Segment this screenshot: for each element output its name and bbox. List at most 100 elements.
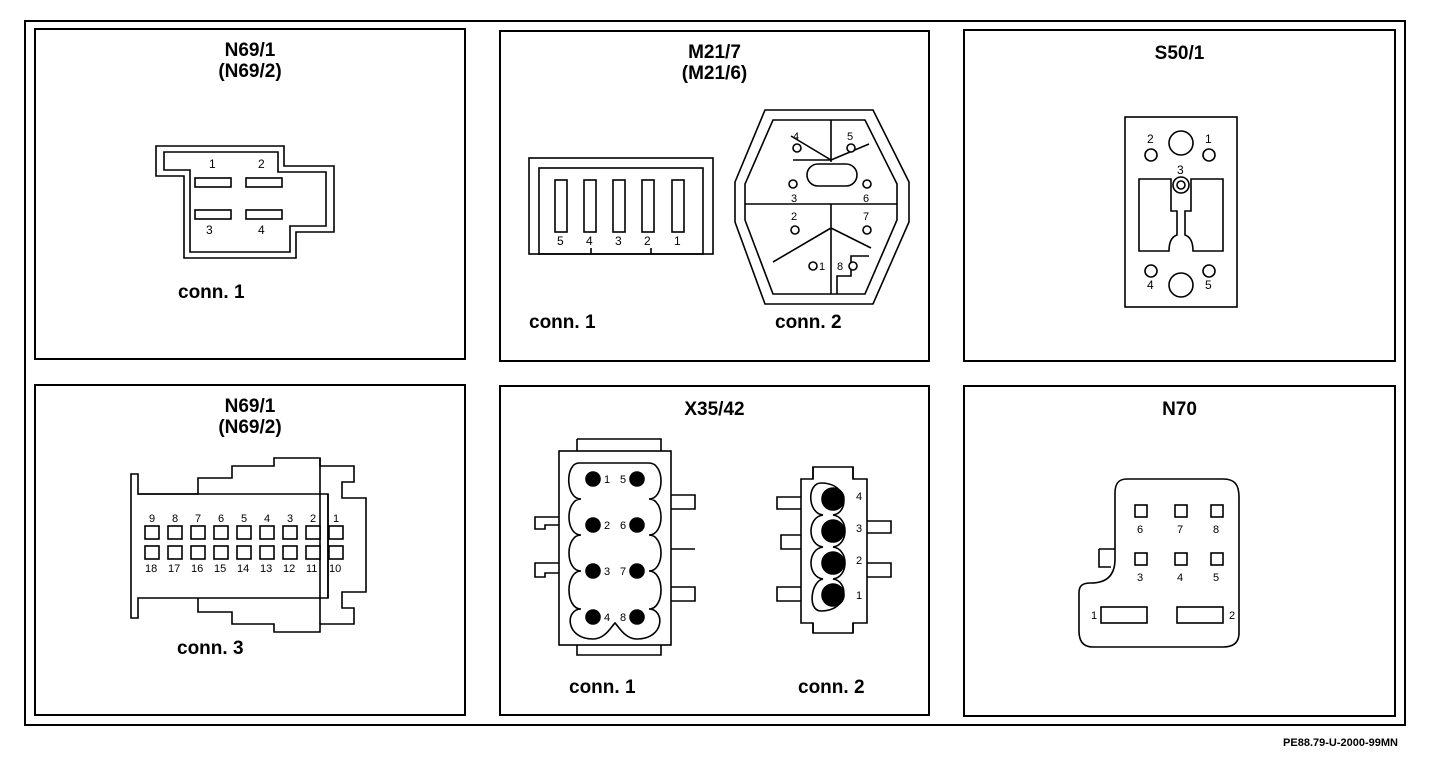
panel-title: N70 [1162, 399, 1197, 420]
pin-label: 17 [168, 563, 180, 575]
pin-label: 5 [1213, 572, 1219, 584]
pin-label: 6 [863, 193, 869, 205]
pin-label: 18 [145, 563, 157, 575]
connector-n70-drawing: 6 7 8 3 4 5 1 2 [1078, 478, 1240, 648]
connector-label: conn. 2 [775, 312, 842, 333]
pin-socket [282, 525, 298, 540]
panel-m21-connectors: M21/7 (M21/6) 5 4 3 2 1 4 5 [499, 30, 930, 362]
pin-label: 4 [258, 223, 265, 237]
pin-socket [236, 545, 252, 560]
pin-label: 5 [557, 234, 564, 248]
pin-socket [190, 545, 206, 560]
pin-label: 1 [819, 261, 825, 273]
pin-label: 3 [615, 234, 622, 248]
pin-label: 6 [620, 520, 626, 532]
pin-label: 7 [620, 566, 626, 578]
panel-subtitle: (N69/2) [218, 417, 282, 438]
pin-label: 3 [856, 523, 862, 535]
pin-label: 2 [604, 520, 610, 532]
pin-label: 4 [586, 234, 593, 248]
panel-subtitle: (N69/2) [218, 61, 282, 82]
pin-socket [167, 525, 183, 540]
pin-socket [328, 545, 344, 560]
pin-socket [144, 545, 160, 560]
pin-label: 8 [172, 513, 178, 525]
pin-label: 3 [1177, 163, 1184, 177]
panel-n69-conn3: N69/1 (N69/2) 9 8 7 6 5 4 3 2 1 18 17 16… [34, 384, 466, 716]
pin-label: 8 [837, 261, 843, 273]
pin-label: 2 [1229, 610, 1235, 622]
pin-label: 7 [1177, 524, 1183, 536]
pin-label: 4 [1147, 278, 1154, 292]
pin-label: 1 [1205, 132, 1212, 146]
panel-title: M21/7 [688, 42, 741, 63]
pin-label: 2 [644, 234, 651, 248]
panel-title: N69/1 [224, 40, 276, 61]
pin-label: 1 [604, 474, 610, 486]
panel-s50-switch: S50/1 2 1 3 4 5 [963, 29, 1396, 362]
pin-socket [259, 545, 275, 560]
connector-m21-drawing: 5 4 3 2 1 4 5 3 6 2 7 1 8 [528, 109, 910, 305]
pin-socket [328, 525, 344, 540]
pin-label: 8 [1213, 524, 1219, 536]
pin-label: 1 [209, 157, 216, 171]
pin-label: 2 [258, 157, 265, 171]
pin-socket [305, 525, 321, 540]
connector-x35-drawing: 1 5 2 6 3 7 4 8 4 3 2 1 [534, 438, 892, 656]
pin-socket [190, 525, 206, 540]
pin-label: 2 [310, 513, 316, 525]
panel-x35-connectors: X35/42 1 5 2 6 3 7 4 8 4 [499, 385, 930, 716]
pin-label: 2 [856, 555, 862, 567]
pin-label: 13 [260, 563, 272, 575]
connector-label: conn. 1 [178, 282, 245, 303]
pin-label: 4 [264, 513, 270, 525]
panel-n69-conn1: N69/1 (N69/2) 1 2 3 4 conn. 1 [34, 28, 466, 360]
pin-label: 1 [333, 513, 339, 525]
pin-socket [282, 545, 298, 560]
pin-label: 3 [604, 566, 610, 578]
pin-label: 4 [793, 131, 799, 143]
connector-label: conn. 2 [798, 677, 865, 698]
document-code: PE88.79-U-2000-99MN [1283, 737, 1398, 749]
pin-label: 1 [856, 590, 862, 602]
pin-label: 6 [218, 513, 224, 525]
pin-socket [167, 545, 183, 560]
pin-label: 12 [283, 563, 295, 575]
pin-label: 2 [791, 211, 797, 223]
connector-n69-conn1-drawing: 1 2 3 4 [155, 145, 335, 259]
pin-label: 4 [604, 612, 610, 624]
pin-label: 6 [1137, 524, 1143, 536]
pin-label: 16 [191, 563, 203, 575]
pin-label: 3 [791, 193, 797, 205]
pin-label: 3 [206, 223, 213, 237]
pin-socket [305, 545, 321, 560]
pin-label: 5 [241, 513, 247, 525]
pin-socket [213, 525, 229, 540]
pin-label: 2 [1147, 132, 1154, 146]
pin-label: 5 [847, 131, 853, 143]
pin-socket [144, 525, 160, 540]
pin-label: 11 [306, 563, 317, 575]
pin-label: 15 [214, 563, 226, 575]
connector-label: conn. 1 [529, 312, 596, 333]
pin-label: 3 [287, 513, 293, 525]
pin-label: 1 [674, 234, 681, 248]
panel-n70-connector: N70 6 7 8 3 4 5 1 2 [963, 385, 1396, 717]
panel-title: S50/1 [1154, 43, 1205, 64]
switch-s50-drawing: 2 1 3 4 5 [1124, 116, 1238, 308]
pin-label: 9 [149, 513, 155, 525]
connector-label: conn. 1 [569, 677, 636, 698]
pin-socket [213, 545, 229, 560]
panel-title: X35/42 [684, 399, 745, 420]
pin-label: 10 [329, 563, 341, 575]
connector-label: conn. 3 [177, 638, 244, 659]
diagram-frame [24, 20, 1406, 726]
connector-n69-conn3-drawing: 9 8 7 6 5 4 3 2 1 18 17 16 15 14 13 12 1… [130, 457, 367, 633]
panel-title: N69/1 [224, 396, 276, 417]
pin-socket [259, 525, 275, 540]
pin-label: 5 [1205, 278, 1212, 292]
pin-label: 3 [1137, 572, 1143, 584]
pin-socket [236, 525, 252, 540]
pin-label: 5 [620, 474, 626, 486]
pin-label: 7 [195, 513, 201, 525]
